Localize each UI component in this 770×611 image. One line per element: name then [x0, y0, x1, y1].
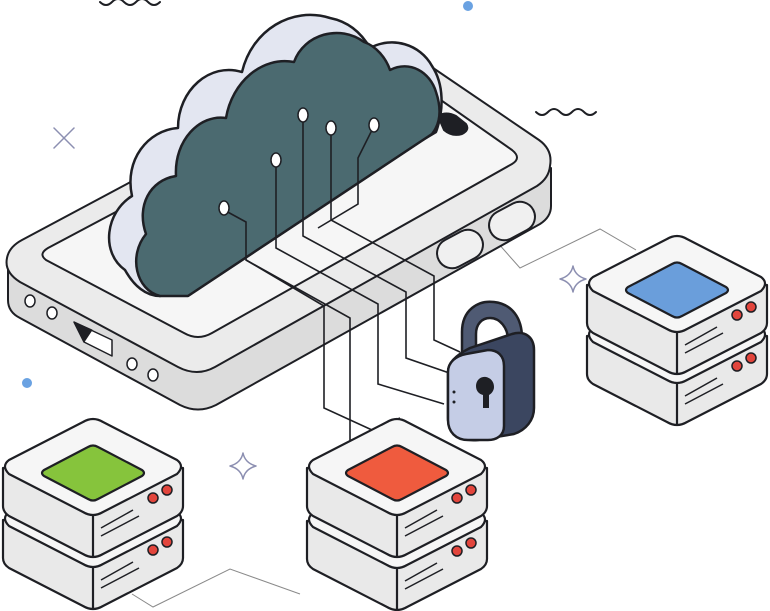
circuit-node — [270, 152, 282, 168]
camera-notch — [437, 112, 469, 136]
device-port — [46, 306, 58, 320]
circuit-node — [297, 107, 309, 123]
wave-icon — [99, 0, 161, 6]
circuit-node — [368, 117, 380, 133]
cross-icon — [53, 127, 75, 149]
dot-icon — [463, 1, 473, 11]
device-port — [147, 368, 159, 382]
server-screen-blue — [624, 261, 730, 319]
dot-icon — [22, 378, 32, 388]
padlock-icon — [446, 300, 536, 442]
decorations — [22, 0, 597, 480]
device-side-button — [488, 200, 536, 242]
sparkle-icon — [559, 265, 587, 293]
keyhole-icon — [476, 376, 494, 408]
cloud-body — [134, 31, 441, 298]
device-side-button — [436, 228, 484, 270]
cloud-circuit-nodes — [218, 107, 380, 216]
server-stack-red — [305, 417, 489, 611]
circuit-node — [325, 120, 337, 136]
sparkle-icon — [229, 452, 257, 480]
circuit-node — [218, 200, 230, 216]
device-port — [126, 357, 138, 371]
padlock-body-face — [446, 348, 506, 442]
server-stack-green — [1, 417, 185, 611]
server-screen-red — [344, 444, 450, 502]
device-port — [24, 294, 36, 308]
wave-icon — [535, 108, 597, 116]
device-slot-dark — [73, 321, 93, 343]
network-connectors-back — [131, 228, 637, 608]
server-screen-green — [40, 444, 146, 502]
server-stack-blue — [585, 234, 769, 428]
